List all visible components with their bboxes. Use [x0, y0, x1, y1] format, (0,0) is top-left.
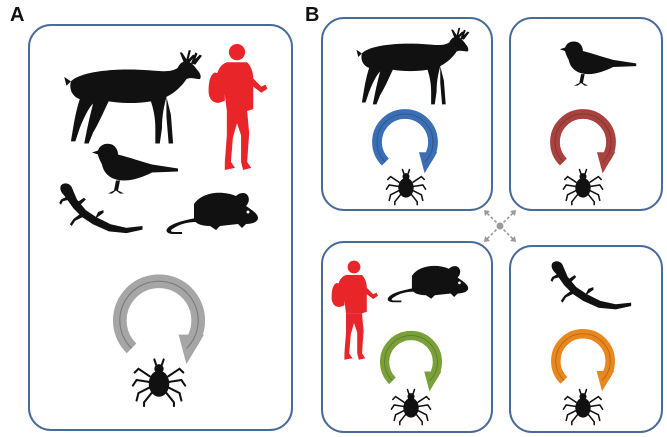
- connector-arrows-icon: [484, 210, 516, 242]
